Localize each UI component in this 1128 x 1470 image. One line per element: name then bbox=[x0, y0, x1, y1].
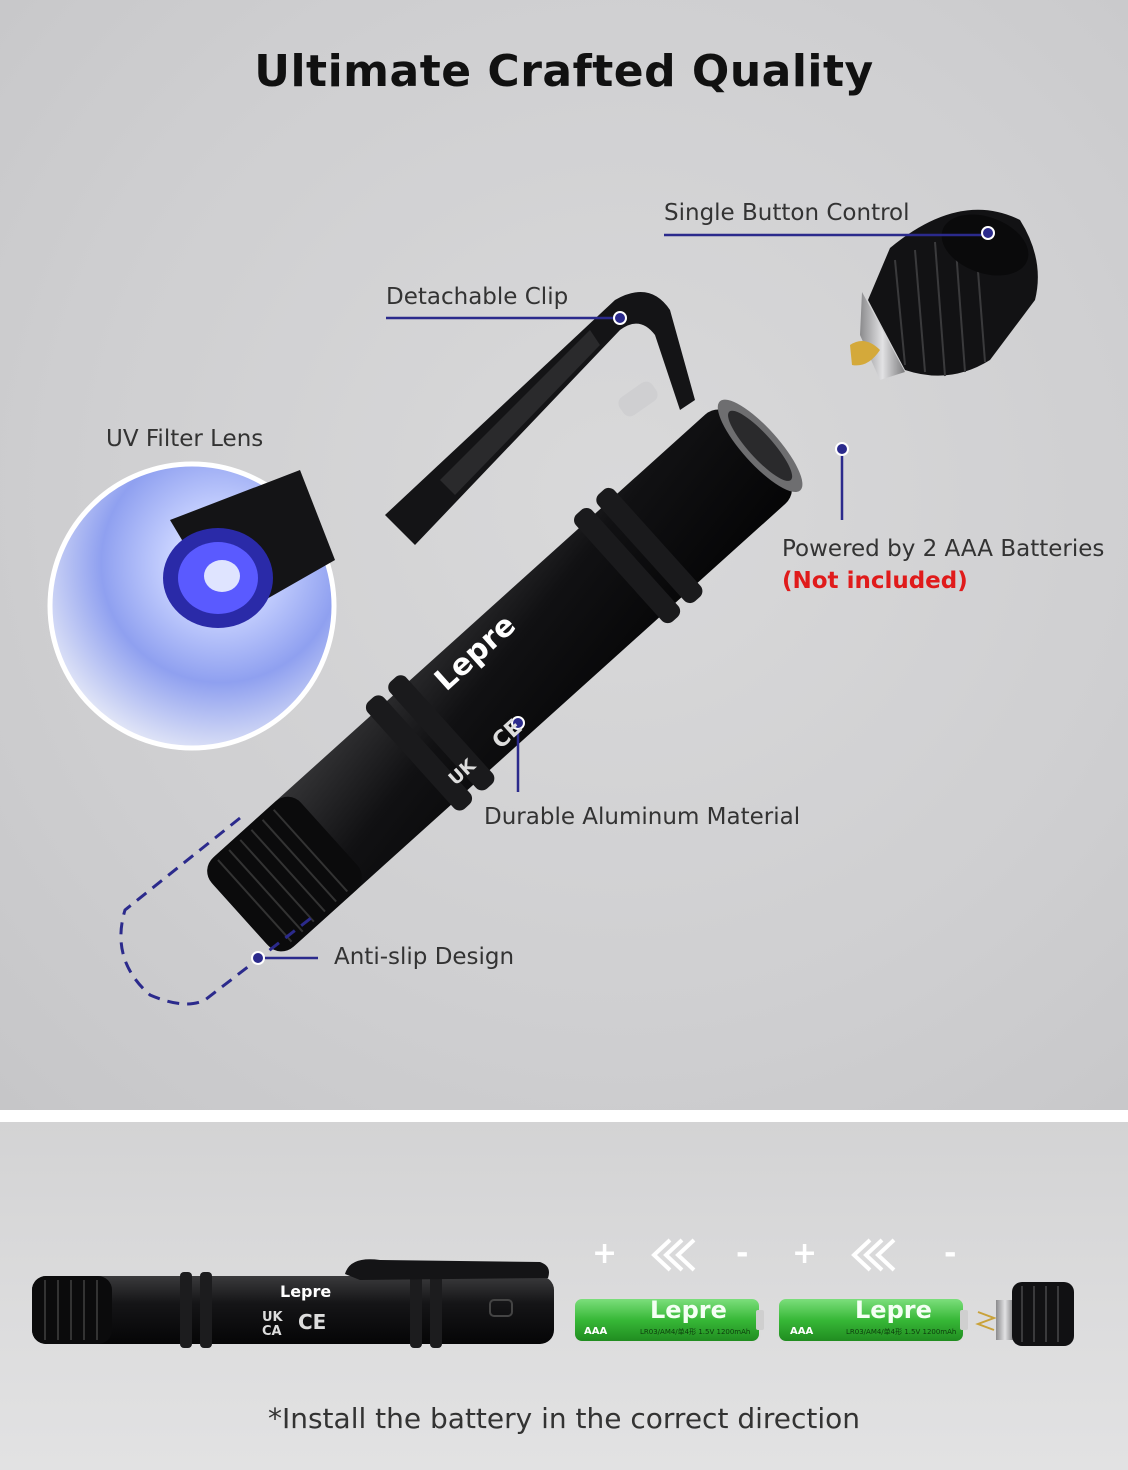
battery-2-brand: Lepre bbox=[855, 1296, 932, 1324]
label-anti-slip: Anti-slip Design bbox=[334, 944, 515, 970]
polarity-plus-2: + bbox=[792, 1236, 818, 1271]
side-flashlight bbox=[32, 1259, 554, 1348]
battery-2-spec: LR03/AM4/单4形 1.5V 1200mAh bbox=[846, 1328, 957, 1336]
cert-ca-side: CA bbox=[262, 1324, 282, 1339]
side-tail-cap bbox=[975, 1282, 1074, 1346]
label-uv-filter: UV Filter Lens bbox=[106, 426, 264, 452]
label-powered-by: Powered by 2 AAA Batteries bbox=[782, 536, 1105, 562]
polarity-plus-1: + bbox=[592, 1236, 618, 1271]
direction-arrows bbox=[651, 1238, 896, 1272]
battery-2-type: AAA bbox=[790, 1326, 814, 1337]
page-title: Ultimate Crafted Quality bbox=[254, 46, 874, 97]
label-single-button: Single Button Control bbox=[664, 200, 910, 226]
label-durable: Durable Aluminum Material bbox=[484, 804, 801, 830]
uv-lens-closeup bbox=[47, 461, 337, 751]
battery-1-brand: Lepre bbox=[650, 1296, 727, 1324]
battery-1 bbox=[573, 1297, 764, 1343]
leader-dots bbox=[251, 226, 995, 965]
label-detachable-clip: Detachable Clip bbox=[386, 284, 569, 310]
brand-logo-side: Lepre bbox=[280, 1282, 332, 1301]
clip-illustration bbox=[385, 292, 695, 545]
battery-2 bbox=[777, 1297, 968, 1343]
leader-lines bbox=[258, 233, 986, 960]
flashlight-body bbox=[207, 399, 803, 952]
battery-1-spec: LR03/AM4/单4形 1.5V 1200mAh bbox=[640, 1328, 751, 1336]
polarity-minus-1: - bbox=[736, 1236, 749, 1271]
tail-cap-illustration bbox=[850, 209, 1038, 380]
battery-1-type: AAA bbox=[584, 1326, 608, 1337]
anti-slip-outline bbox=[119, 816, 316, 1006]
label-not-included: (Not included) bbox=[782, 568, 968, 594]
cert-uk-side: UK bbox=[262, 1310, 283, 1325]
cert-ce-side: CE bbox=[298, 1310, 327, 1334]
polarity-minus-2: - bbox=[944, 1236, 957, 1271]
install-caption: *Install the battery in the correct dire… bbox=[267, 1402, 861, 1435]
